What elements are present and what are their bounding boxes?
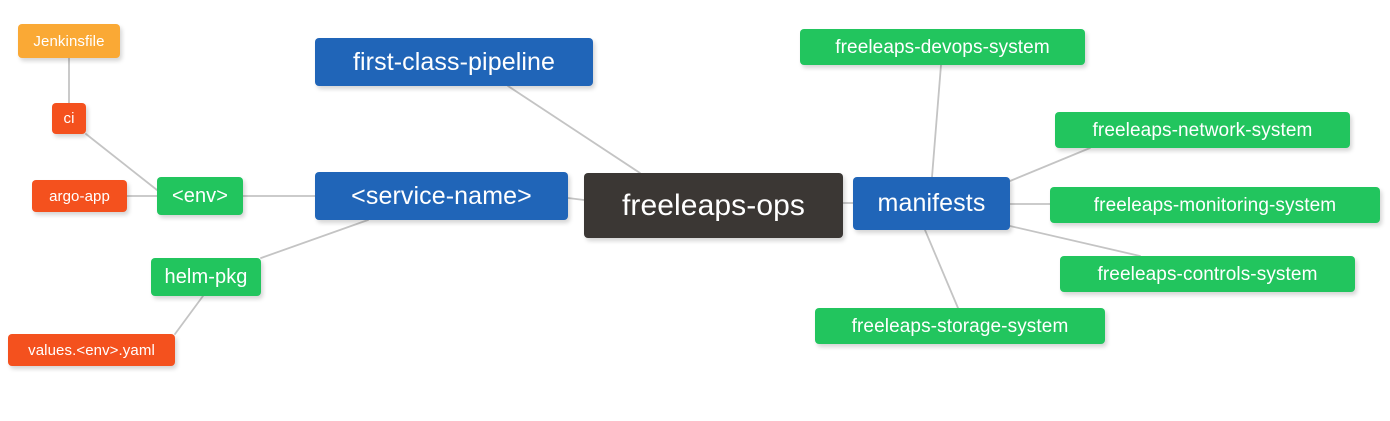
node-service-name[interactable]: <service-name> [315, 172, 568, 220]
node-label-freeleaps-ops: freeleaps-ops [621, 188, 806, 222]
node-freeleaps-ops[interactable]: freeleaps-ops [584, 173, 843, 238]
node-ci[interactable]: ci [52, 103, 86, 134]
edge-values-yaml-to-helm-pkg [174, 295, 204, 335]
node-label-service-name: <service-name> [351, 181, 532, 210]
node-env[interactable]: <env> [157, 177, 243, 215]
node-label-freeleaps-controls-system: freeleaps-controls-system [1097, 263, 1318, 285]
node-label-jenkinsfile: Jenkinsfile [33, 32, 105, 50]
edge-first-class-pipeline-to-freeleaps-ops [507, 85, 641, 174]
node-label-env: <env> [171, 185, 229, 207]
node-label-freeleaps-storage-system: freeleaps-storage-system [851, 315, 1069, 337]
node-label-first-class-pipeline: first-class-pipeline [352, 47, 556, 76]
node-label-argo-app: argo-app [49, 187, 110, 205]
node-label-ci: ci [63, 110, 75, 127]
node-freeleaps-monitoring-system[interactable]: freeleaps-monitoring-system [1050, 187, 1380, 223]
node-label-freeleaps-network-system: freeleaps-network-system [1092, 119, 1313, 141]
node-label-freeleaps-monitoring-system: freeleaps-monitoring-system [1093, 194, 1337, 216]
node-jenkinsfile[interactable]: Jenkinsfile [18, 24, 120, 58]
edge-manifests-to-freeleaps-network-system [1009, 147, 1091, 182]
node-freeleaps-storage-system[interactable]: freeleaps-storage-system [815, 308, 1105, 344]
edge-service-name-to-freeleaps-ops [567, 197, 585, 201]
node-label-values-yaml: values.<env>.yaml [28, 341, 155, 359]
node-label-helm-pkg: helm-pkg [164, 266, 248, 288]
edge-manifests-to-freeleaps-controls-system [1009, 225, 1141, 257]
node-helm-pkg[interactable]: helm-pkg [151, 258, 261, 296]
node-values-yaml[interactable]: values.<env>.yaml [8, 334, 175, 366]
node-label-manifests: manifests [877, 189, 986, 217]
node-freeleaps-devops-system[interactable]: freeleaps-devops-system [800, 29, 1085, 65]
node-freeleaps-controls-system[interactable]: freeleaps-controls-system [1060, 256, 1355, 292]
edge-manifests-to-freeleaps-devops-system [931, 64, 942, 178]
edge-manifests-to-freeleaps-storage-system [924, 229, 959, 309]
node-manifests[interactable]: manifests [853, 177, 1010, 230]
node-label-freeleaps-devops-system: freeleaps-devops-system [835, 36, 1050, 58]
node-argo-app[interactable]: argo-app [32, 180, 127, 212]
node-freeleaps-network-system[interactable]: freeleaps-network-system [1055, 112, 1350, 148]
edge-helm-pkg-to-service-name [260, 219, 369, 259]
node-first-class-pipeline[interactable]: first-class-pipeline [315, 38, 593, 86]
